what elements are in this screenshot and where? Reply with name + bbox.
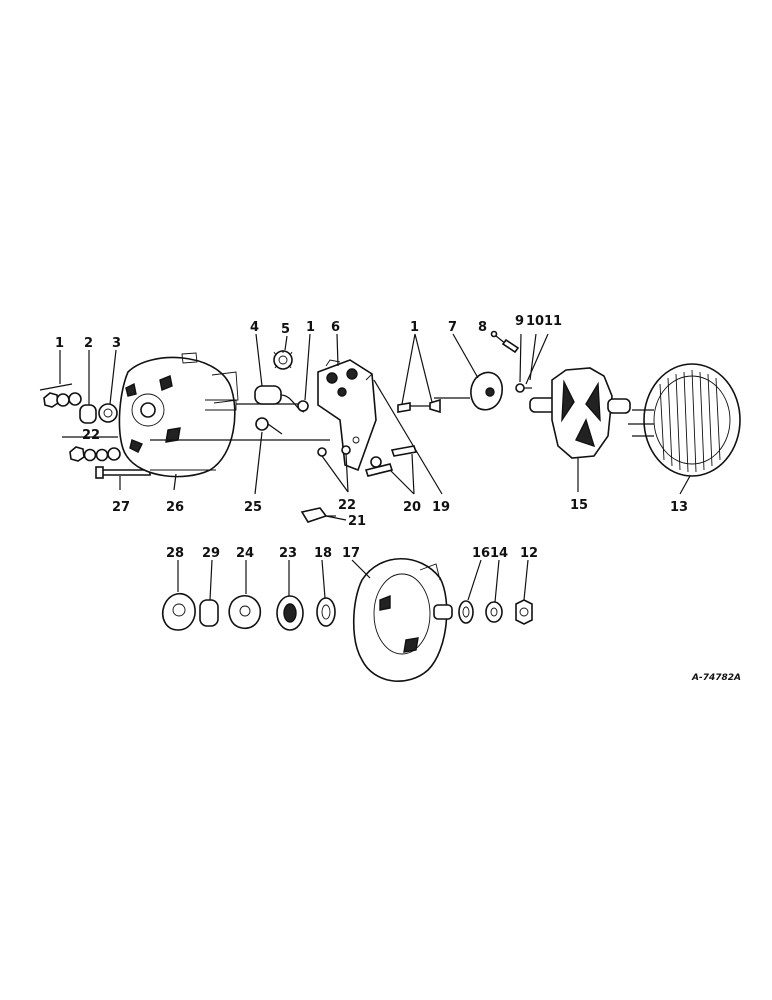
leader-lines [59, 333, 691, 603]
rotor-part-15 [529, 367, 631, 459]
retainer-plate-part-28 [162, 592, 196, 631]
callout-16: 16 [472, 546, 490, 561]
callout-9: 9 [515, 314, 524, 329]
callout-27: 27 [112, 500, 130, 515]
callout-28: 28 [166, 546, 184, 561]
callout-12: 12 [520, 546, 538, 561]
callout-4: 4 [250, 320, 259, 335]
reference-code: A-74782A [691, 673, 741, 683]
screws-part-20 [364, 445, 418, 477]
spacer-part-16 [458, 600, 474, 624]
bracket-part-21 [300, 507, 336, 523]
regulator-part-7 [434, 371, 503, 411]
callout-24: 24 [236, 546, 254, 561]
bearing-part-3 [98, 403, 118, 423]
callout-26: 26 [166, 500, 184, 515]
stator-part-13 [628, 363, 741, 477]
callout-6: 6 [331, 320, 340, 335]
callout-3: 3 [112, 336, 121, 351]
callout-20: 20 [403, 500, 421, 515]
screw-part-11 [515, 383, 532, 393]
callout-1: 1 [410, 320, 419, 335]
terminal-lead-part-8 [490, 330, 520, 354]
callout-15: 15 [570, 498, 588, 513]
sleeve-part-29 [199, 599, 219, 627]
screw-part-1-middle [297, 400, 309, 412]
nut-washer-group-top [39, 383, 82, 408]
spacer-part-2 [79, 404, 97, 424]
callout-23: 23 [279, 546, 297, 561]
callout-13: 13 [670, 500, 688, 515]
lock-washer-part-5 [273, 350, 293, 370]
through-bolt-part-27 [95, 466, 151, 479]
callout-19: 19 [432, 500, 450, 515]
callout-1: 1 [306, 320, 315, 335]
callout-22: 22 [82, 428, 100, 443]
rectifier-plate-part-6 [317, 359, 377, 472]
callout-29: 29 [202, 546, 220, 561]
callout-8: 8 [478, 320, 487, 335]
callout-22: 22 [338, 498, 356, 513]
callout-21: 21 [348, 514, 366, 529]
callout-7: 7 [448, 320, 457, 335]
slip-ring-end-housing-part-26 [118, 352, 239, 478]
callout-18: 18 [314, 546, 332, 561]
retainer-part-24 [228, 595, 262, 630]
nut-washer-group-bottom [62, 436, 121, 462]
callout-labels: 1 2 3 22 27 26 4 5 1 6 1 7 8 9 10 11 25 … [55, 314, 688, 561]
callout-1: 1 [55, 336, 64, 351]
bearing-part-23 [276, 595, 304, 631]
screws-part-1-right [397, 398, 441, 414]
callout-11: 11 [544, 314, 562, 329]
washer-part-14 [485, 601, 503, 623]
capacitor-part-4 [254, 385, 305, 413]
callout-14: 14 [490, 546, 508, 561]
callout-2: 2 [84, 336, 93, 351]
nut-part-12 [515, 599, 533, 625]
insulator-part-25 [255, 417, 283, 435]
callout-10: 10 [526, 314, 544, 329]
drive-end-housing-part-17 [352, 558, 453, 682]
callout-25: 25 [244, 500, 262, 515]
callout-17: 17 [342, 546, 360, 561]
seal-part-18 [316, 597, 336, 627]
callout-5: 5 [281, 322, 290, 337]
